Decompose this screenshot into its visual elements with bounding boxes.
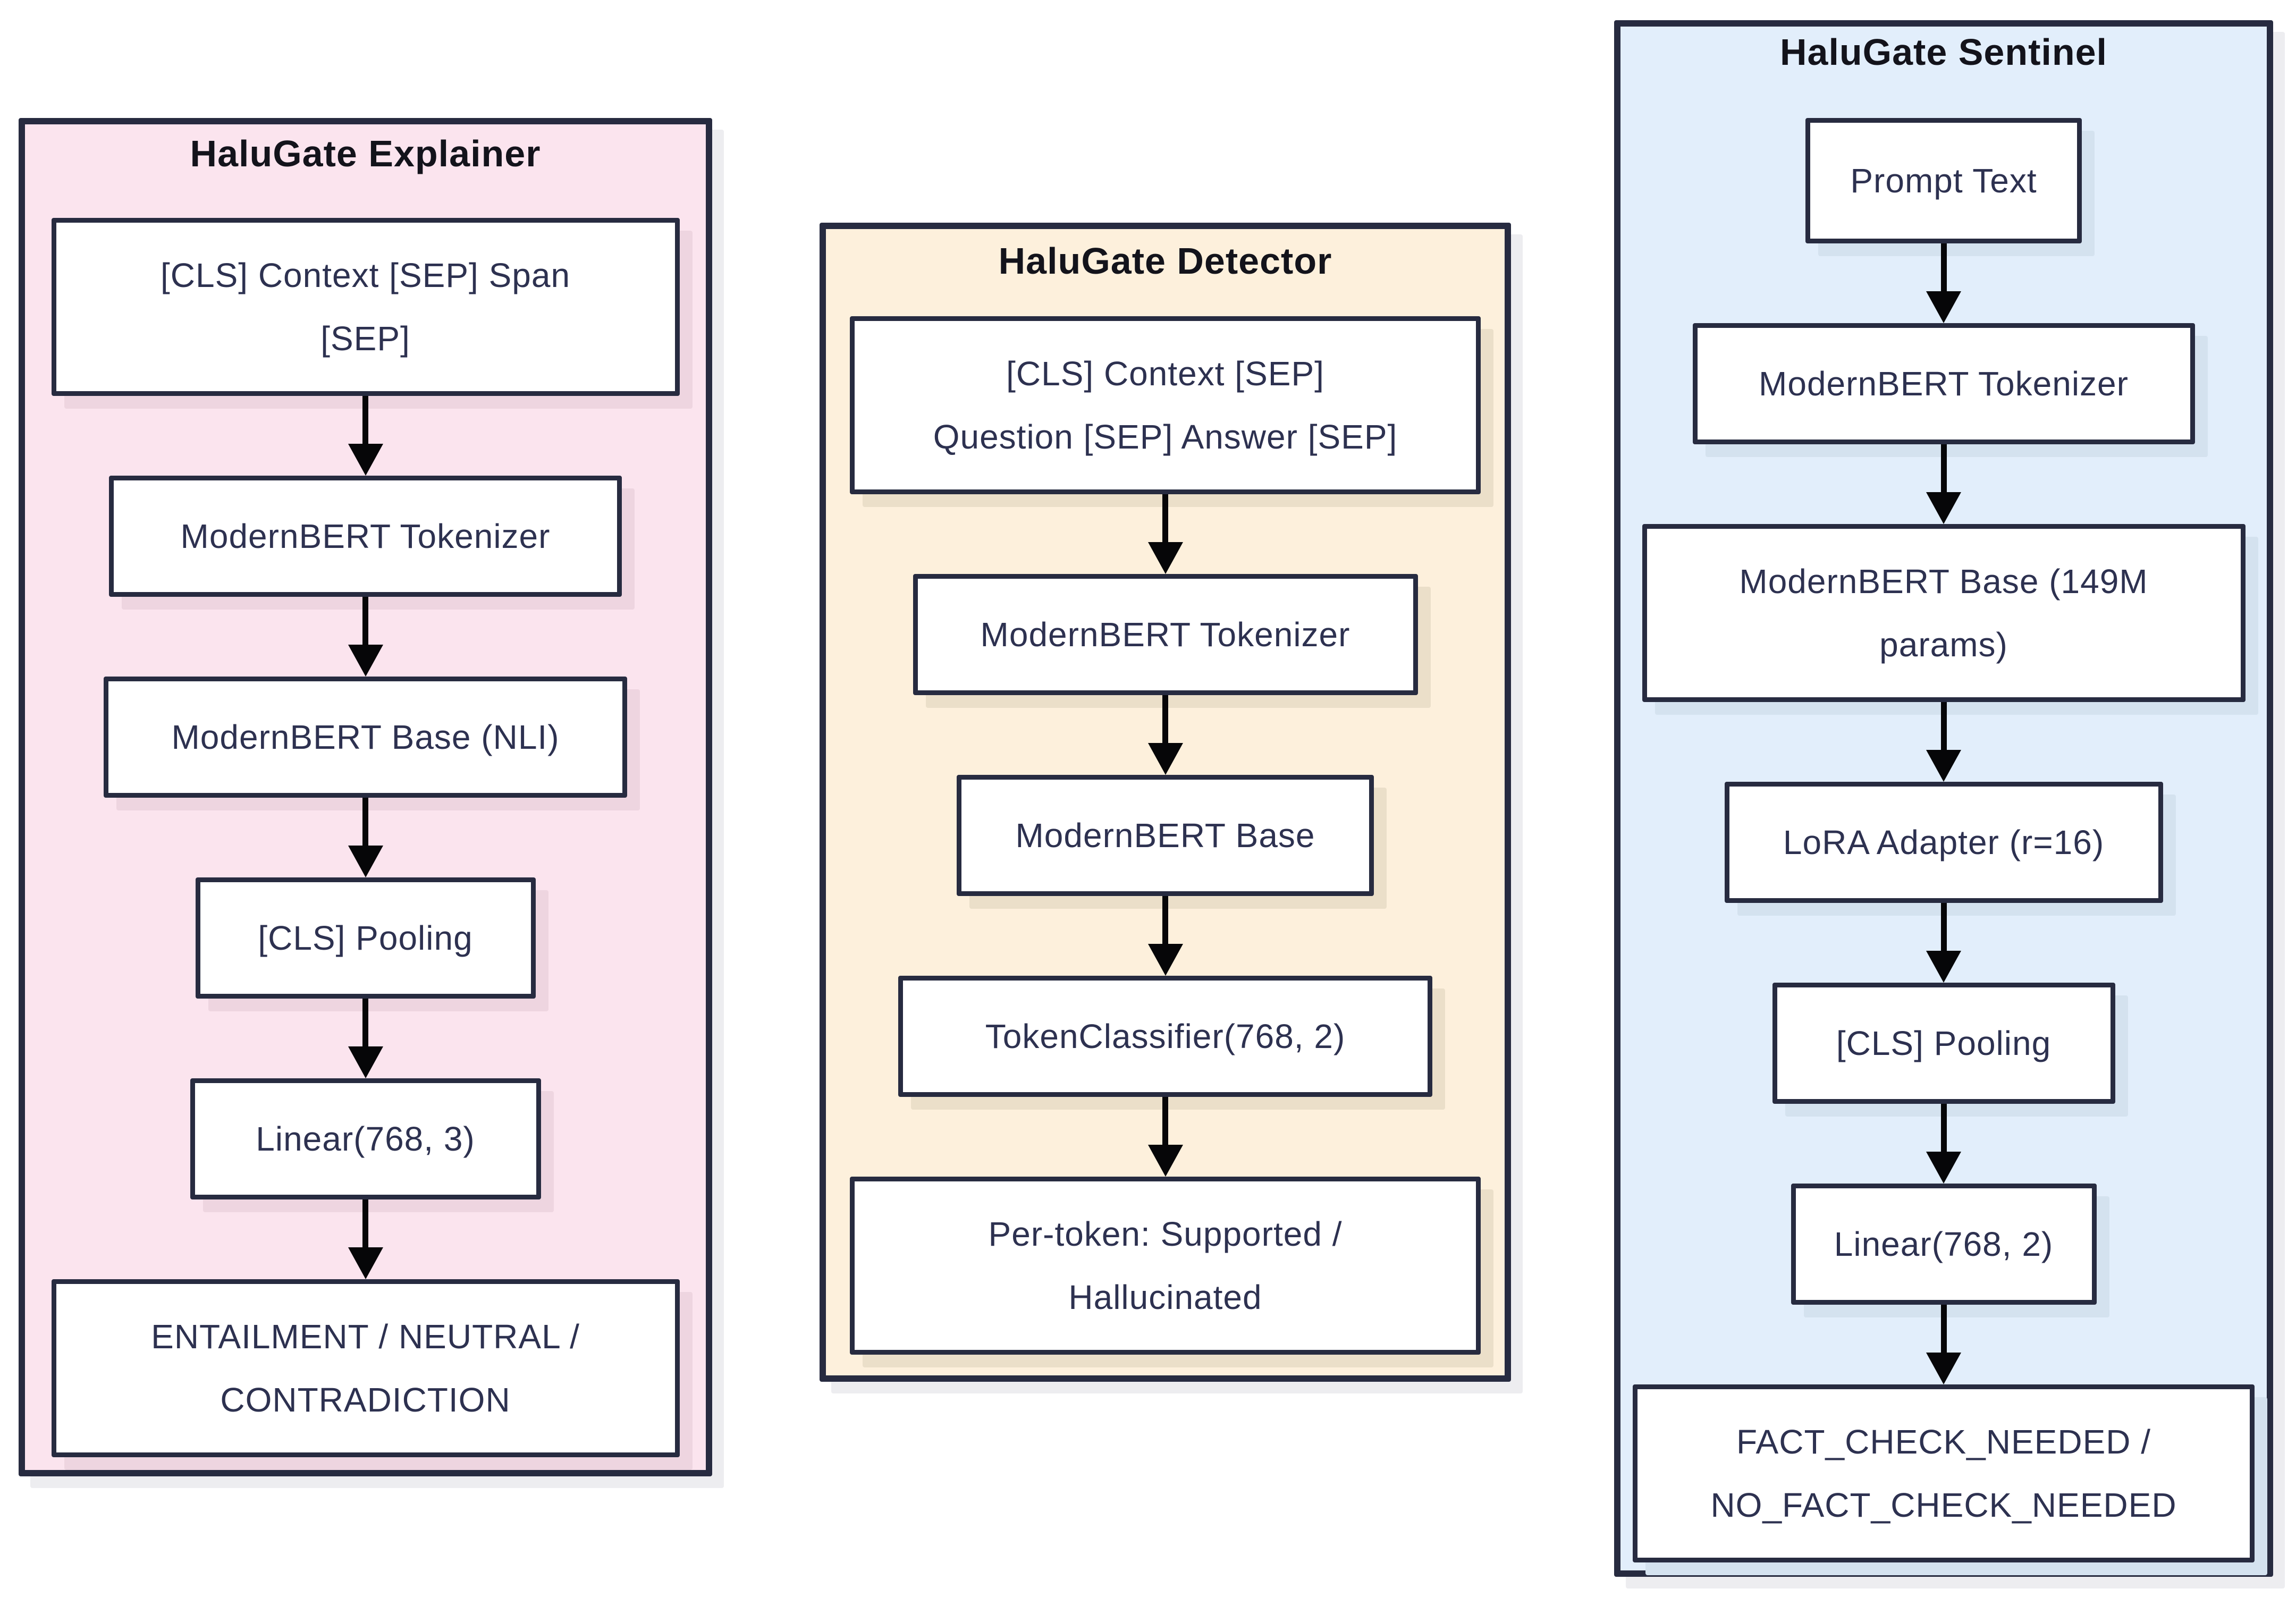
flow-node-output-per-token: Per-token: Supported / Hallucinated — [850, 1177, 1481, 1355]
flow-node-modernbert-base-nli: ModernBERT Base (NLI) — [104, 677, 627, 798]
arrow-down-icon — [1926, 702, 1961, 782]
arrow-shaft — [1162, 695, 1168, 743]
arrow-shaft — [362, 798, 368, 846]
node-label: ENTAILMENT / NEUTRAL / CONTRADICTION — [151, 1317, 580, 1419]
node-label: Linear(768, 2) — [1834, 1224, 2054, 1263]
arrow-head — [348, 1247, 383, 1279]
arrow-head — [1926, 1353, 1961, 1384]
node-label: Linear(768, 3) — [256, 1119, 475, 1158]
arrow-down-icon — [1926, 1305, 1961, 1384]
flow-node-linear-768-3: Linear(768, 3) — [190, 1078, 541, 1199]
flow-node-cls-pooling: [CLS] Pooling — [195, 877, 536, 999]
arrow-down-icon — [1926, 1104, 1961, 1184]
arrow-head — [1926, 291, 1961, 323]
flow-node-modernbert-tokenizer: ModernBERT Tokenizer — [1692, 323, 2195, 444]
arrow-shaft — [362, 1199, 368, 1247]
flow-node-input-qa: [CLS] Context [SEP] Question [SEP] Answe… — [850, 316, 1481, 494]
node-label: Prompt Text — [1850, 161, 2037, 200]
arrow-down-icon — [348, 999, 383, 1078]
node-label: ModernBERT Tokenizer — [180, 517, 551, 555]
arrow-shaft — [362, 999, 368, 1046]
arrow-down-icon — [1926, 903, 1961, 983]
panel-halugate-detector: HaluGate Detector [CLS] Context [SEP] Qu… — [820, 223, 1511, 1382]
panel-title-sentinel: HaluGate Sentinel — [1779, 31, 2108, 73]
node-label: ModernBERT Base (149M params) — [1739, 562, 2148, 664]
panel-halugate-explainer: HaluGate Explainer [CLS] Context [SEP] S… — [19, 118, 712, 1476]
arrow-down-icon — [1147, 896, 1183, 976]
arrow-shaft — [362, 597, 368, 645]
arrow-head — [1147, 542, 1183, 574]
arrow-head — [348, 1046, 383, 1078]
flow-node-output-fact-check: FACT_CHECK_NEEDED / NO_FACT_CHECK_NEEDED — [1633, 1384, 2255, 1562]
flow-node-output-entailment: ENTAILMENT / NEUTRAL / CONTRADICTION — [51, 1279, 680, 1457]
flow-node-modernbert-tokenizer: ModernBERT Tokenizer — [913, 574, 1418, 695]
arrow-head — [348, 444, 383, 476]
arrow-head — [1926, 1152, 1961, 1184]
arrow-shaft — [1162, 896, 1168, 944]
arrow-head — [1147, 743, 1183, 775]
arrow-down-icon — [348, 597, 383, 677]
arrow-shaft — [1940, 1305, 1947, 1353]
arrow-head — [1926, 951, 1961, 983]
arrow-down-icon — [348, 798, 383, 877]
flow-node-input-span: [CLS] Context [SEP] Span [SEP] — [51, 218, 680, 396]
arrow-down-icon — [1926, 444, 1961, 524]
flow-node-modernbert-base-149m: ModernBERT Base (149M params) — [1642, 524, 2246, 702]
flow-node-modernbert-base: ModernBERT Base — [957, 775, 1374, 896]
flow-node-lora-adapter: LoRA Adapter (r=16) — [1724, 782, 2163, 903]
arrow-shaft — [1162, 1097, 1168, 1145]
arrow-shaft — [1162, 494, 1168, 542]
arrow-down-icon — [1147, 494, 1183, 574]
arrow-shaft — [1940, 702, 1947, 750]
arrow-shaft — [1940, 1104, 1947, 1152]
flow-sentinel: Prompt Text ModernBERT Tokenizer ModernB… — [1620, 118, 2267, 1562]
panel-title-explainer: HaluGate Explainer — [190, 133, 541, 174]
node-label: [CLS] Pooling — [258, 918, 473, 957]
arrow-head — [1926, 750, 1961, 782]
flow-node-linear-768-2: Linear(768, 2) — [1791, 1184, 2097, 1305]
node-label: LoRA Adapter (r=16) — [1783, 823, 2105, 861]
panel-title-detector: HaluGate Detector — [998, 240, 1332, 282]
flow-detector: [CLS] Context [SEP] Question [SEP] Answe… — [826, 316, 1505, 1355]
arrow-down-icon — [1147, 1097, 1183, 1177]
flow-node-prompt-text: Prompt Text — [1805, 118, 2082, 243]
arrow-shaft — [1940, 903, 1947, 951]
panel-halugate-sentinel: HaluGate Sentinel Prompt Text ModernBERT… — [1614, 20, 2273, 1577]
arrow-down-icon — [1147, 695, 1183, 775]
node-label: ModernBERT Base — [1015, 816, 1315, 855]
arrow-head — [1926, 492, 1961, 524]
node-label: [CLS] Pooling — [1836, 1024, 2052, 1062]
node-label: [CLS] Context [SEP] Question [SEP] Answe… — [933, 354, 1398, 456]
arrow-head — [348, 645, 383, 677]
flow-node-cls-pooling: [CLS] Pooling — [1772, 983, 2115, 1104]
flow-node-modernbert-tokenizer: ModernBERT Tokenizer — [109, 476, 622, 597]
arrow-head — [348, 846, 383, 877]
arrow-head — [1147, 944, 1183, 976]
node-label: TokenClassifier(768, 2) — [985, 1017, 1346, 1055]
flow-node-token-classifier: TokenClassifier(768, 2) — [898, 976, 1432, 1097]
arrow-shaft — [1940, 243, 1947, 291]
node-label: [CLS] Context [SEP] Span [SEP] — [160, 256, 571, 358]
arrow-down-icon — [348, 396, 383, 476]
arrow-shaft — [362, 396, 368, 444]
node-label: Per-token: Supported / Hallucinated — [988, 1215, 1343, 1316]
arrow-shaft — [1940, 444, 1947, 492]
node-label: FACT_CHECK_NEEDED / NO_FACT_CHECK_NEEDED — [1710, 1423, 2177, 1524]
arrow-down-icon — [1926, 243, 1961, 323]
node-label: ModernBERT Base (NLI) — [171, 717, 560, 756]
flow-explainer: [CLS] Context [SEP] Span [SEP] ModernBER… — [25, 218, 706, 1457]
node-label: ModernBERT Tokenizer — [1759, 364, 2129, 403]
arrow-head — [1147, 1145, 1183, 1177]
node-label: ModernBERT Tokenizer — [980, 615, 1350, 654]
arrow-down-icon — [348, 1199, 383, 1279]
